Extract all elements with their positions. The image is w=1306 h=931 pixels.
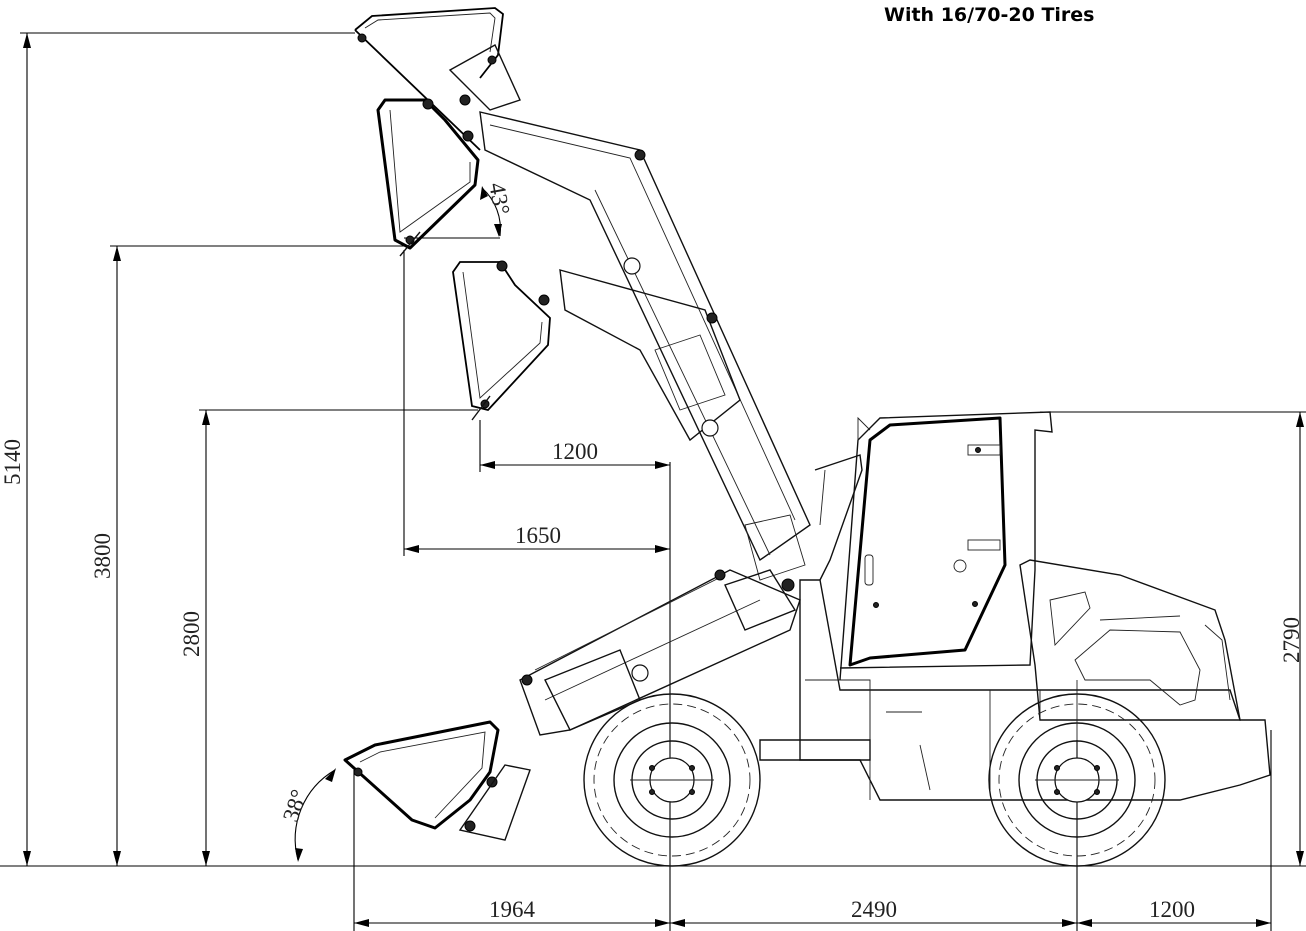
dimension-max-height-label: 5140 xyxy=(0,439,25,485)
axle-center-lines xyxy=(630,680,1119,781)
angle-dump-label: 43° xyxy=(484,181,514,217)
angle-rollback-label: 38° xyxy=(278,787,312,825)
dimension-hinge-height-label: 3800 xyxy=(90,533,115,579)
boom-raised xyxy=(479,111,811,581)
bucket-top xyxy=(354,7,521,151)
drawing-title: With 16/70-20 Tires xyxy=(884,4,1095,26)
dimension-dump-height-label: 2800 xyxy=(179,611,204,657)
bucket-mid xyxy=(452,260,551,421)
boom-lowered xyxy=(519,569,801,736)
dimension-front-overhang-label: 1964 xyxy=(489,897,536,922)
dimension-hinge-height: 3800 xyxy=(90,245,404,866)
engine-hood xyxy=(1019,559,1241,721)
bucket-dump xyxy=(376,98,480,257)
dimension-cab-height-label: 2790 xyxy=(1279,617,1304,663)
dimension-reach-1200: 1200 xyxy=(479,420,671,931)
dimension-reach-1650: 1650 xyxy=(403,250,670,556)
dimension-reach-1200-label: 1200 xyxy=(552,439,598,464)
loader-cab xyxy=(814,411,1053,681)
loader-chassis xyxy=(759,579,1271,801)
angle-rollback: 38° xyxy=(278,768,336,862)
dimension-rear-overhang-label: 1200 xyxy=(1149,897,1195,922)
bucket-ground xyxy=(343,720,531,841)
dimension-cab-height: 2790 xyxy=(1040,411,1306,866)
dimension-dump-height: 2800 xyxy=(179,409,478,866)
dimension-max-height: 5140 xyxy=(0,32,355,866)
angle-dump: 43° xyxy=(404,181,514,239)
dimension-reach-1650-label: 1650 xyxy=(515,523,561,548)
dimension-wheelbase-label: 2490 xyxy=(851,897,897,922)
